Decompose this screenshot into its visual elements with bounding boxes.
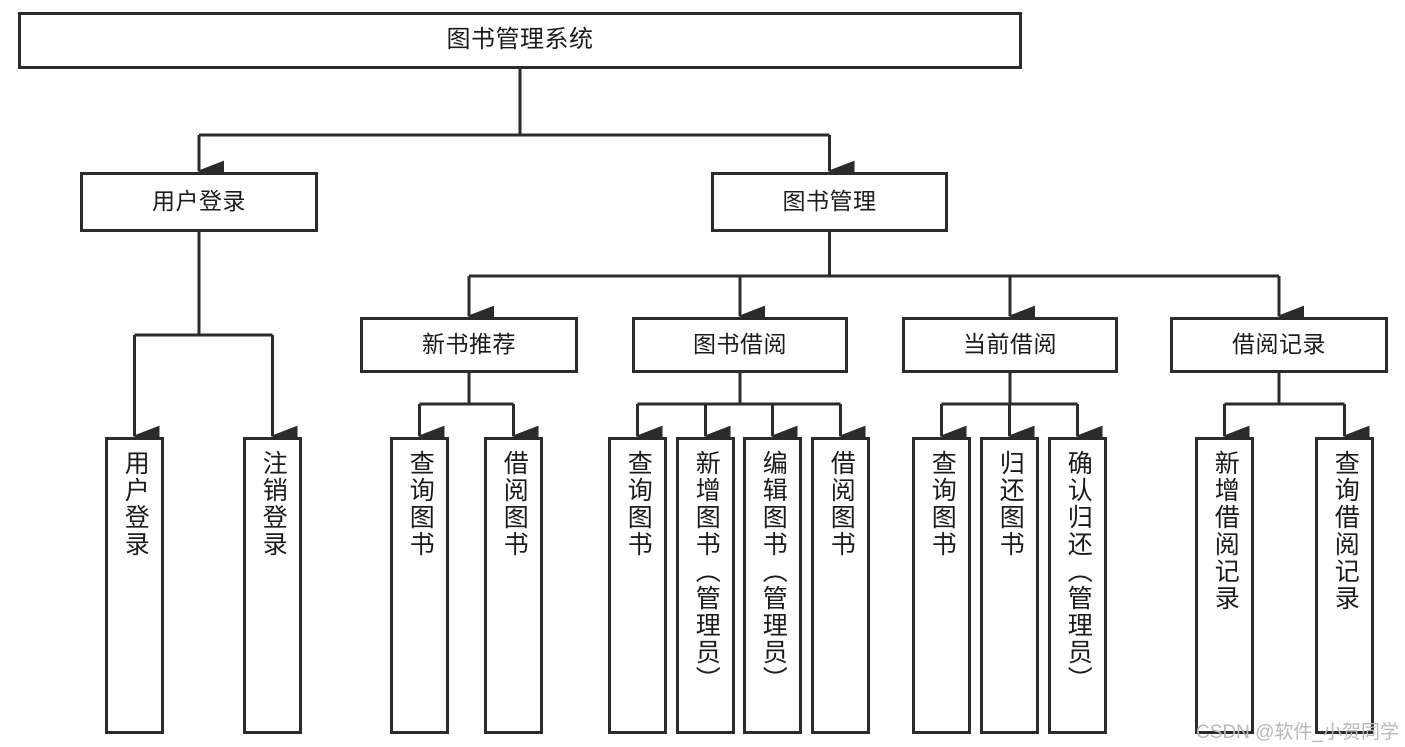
- node-label: 当前借阅: [963, 331, 1057, 358]
- node-label: 确认归还（管理员）: [1064, 450, 1093, 693]
- node-leaf-cur-r: 归还图书: [980, 437, 1039, 734]
- node-leaf-jy-bor: 借阅图书: [811, 437, 870, 734]
- node-label: 新增借阅记录: [1211, 450, 1240, 612]
- node-label: 查询图书: [624, 450, 653, 558]
- node-label: 借阅图书: [827, 450, 856, 558]
- edge-group: [132, 69, 1370, 447]
- node-l2b: 图书管理: [711, 172, 948, 232]
- node-label: 编辑图书（管理员）: [759, 450, 788, 693]
- node-label: 查询借阅记录: [1331, 450, 1360, 612]
- node-leaf-jy-add: 新增图书（管理员）: [676, 437, 735, 734]
- node-label: 借阅记录: [1232, 331, 1326, 358]
- node-l3b: 图书借阅: [632, 317, 848, 373]
- node-label: 图书管理系统: [446, 26, 594, 54]
- node-root: 图书管理系统: [18, 12, 1022, 69]
- node-label: 用户登录: [121, 450, 150, 558]
- node-label: 用户登录: [152, 188, 246, 215]
- node-l2a: 用户登录: [80, 172, 318, 232]
- node-label: 借阅图书: [500, 450, 529, 558]
- node-label: 归还图书: [996, 450, 1025, 558]
- node-label: 新书推荐: [422, 331, 516, 358]
- node-leaf-jy-ed: 编辑图书（管理员）: [743, 437, 802, 734]
- node-leaf-nb-b: 借阅图书: [484, 437, 543, 734]
- node-label: 注销登录: [259, 450, 288, 558]
- node-leaf-jy-q: 查询图书: [608, 437, 667, 734]
- node-label: 新增图书（管理员）: [692, 450, 721, 693]
- node-l3d: 借阅记录: [1170, 317, 1388, 373]
- node-label: 图书借阅: [693, 331, 787, 358]
- node-leaf-login: 用户登录: [105, 437, 164, 734]
- node-leaf-cur-q: 查询图书: [912, 437, 971, 734]
- node-leaf-cur-c: 确认归还（管理员）: [1048, 437, 1107, 734]
- node-leaf-rec-q: 查询借阅记录: [1315, 437, 1374, 734]
- node-label: 图书管理: [782, 188, 877, 215]
- node-leaf-rec-a: 新增借阅记录: [1195, 437, 1254, 734]
- csdn-watermark: CSDN @软件_小贺同学: [1196, 722, 1399, 743]
- node-l3a: 新书推荐: [360, 317, 578, 373]
- node-label: 查询图书: [406, 450, 435, 558]
- node-l3c: 当前借阅: [902, 317, 1118, 373]
- node-leaf-logout: 注销登录: [243, 437, 302, 734]
- node-label: 查询图书: [928, 450, 957, 558]
- node-leaf-nb-q: 查询图书: [390, 437, 449, 734]
